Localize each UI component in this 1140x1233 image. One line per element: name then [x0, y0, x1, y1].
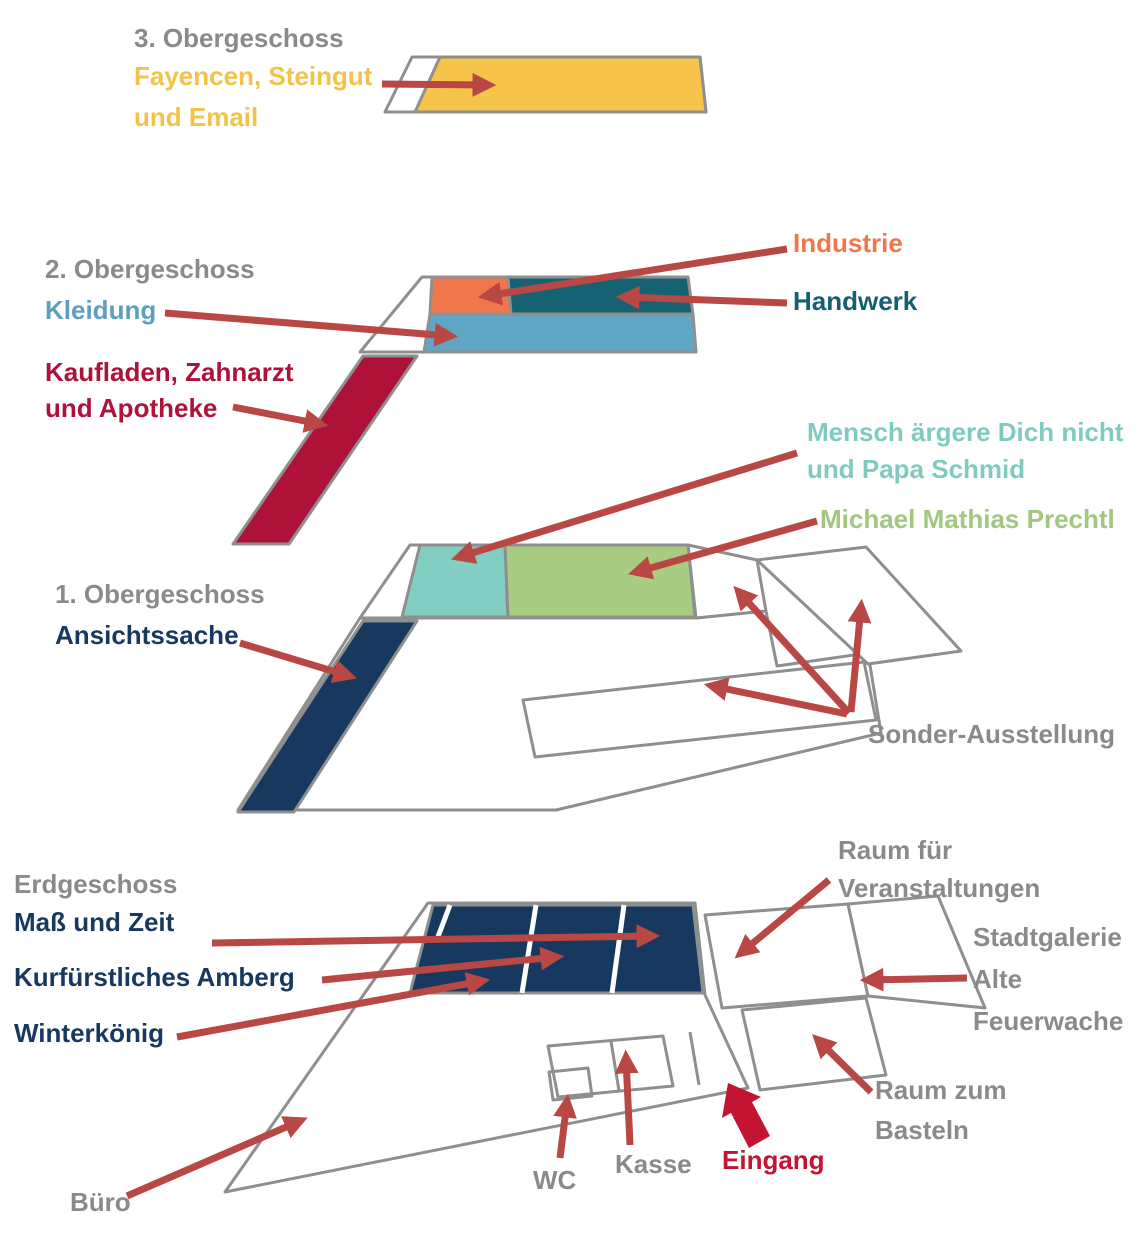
mensch-region [400, 543, 510, 619]
kaufladen-label-1: Kaufladen, Zahnarzt [45, 357, 294, 387]
arrow-buero [125, 1116, 308, 1200]
arrow-ansichtssache [238, 639, 357, 683]
kurfuerstliches-label: Kurfürstliches Amberg [14, 962, 295, 992]
arrow-wc [553, 1093, 577, 1159]
basteln-label-2: Basteln [875, 1115, 969, 1145]
arrow-prechtl [627, 517, 818, 580]
floor1-title: 1. Obergeschoss [55, 579, 265, 609]
arrow-fayencen [381, 72, 497, 97]
winterkoenig-label: Winterkönig [14, 1018, 164, 1048]
navy-notch [433, 904, 453, 943]
prechtl-region [503, 543, 697, 619]
wc-box [547, 1066, 594, 1102]
raum-fuer-label-1: Raum für [838, 835, 953, 865]
eingang-label: Eingang [722, 1145, 825, 1175]
basteln-room [740, 996, 888, 1092]
arrow-stadtgalerie [859, 967, 968, 992]
buero-label: Büro [70, 1187, 131, 1217]
mensch-label-1: Mensch ärgere Dich nicht [807, 417, 1124, 447]
handwerk-label: Handwerk [793, 286, 918, 316]
fayencen-label-2: und Email [134, 102, 259, 132]
kleidung-region [422, 312, 698, 354]
wc-label: WC [533, 1165, 577, 1195]
mass-und-zeit-label: Maß und Zeit [14, 907, 175, 937]
stadtgalerie-room [846, 894, 987, 1010]
floor1-plan [236, 449, 963, 814]
sonder-room-3 [521, 660, 878, 759]
ansichtssache-label: Ansichtssache [55, 620, 239, 650]
prechtl-label: Michael Mathias Prechtl [820, 504, 1115, 534]
floor3-plan [381, 55, 708, 114]
arrow-sonder-2 [847, 598, 872, 713]
stadtgalerie-label-2: Alte [973, 964, 1023, 994]
arrow-sonder-1 [733, 585, 852, 716]
wc-kasse-room [546, 1034, 675, 1099]
arrow-kurfuerstliches [321, 946, 565, 984]
arrow-handwerk [615, 285, 788, 310]
fayencen-label-1: Fayencen, Steingut [134, 61, 373, 91]
industrie-label: Industrie [793, 228, 903, 258]
floor3-title: 3. Obergeschoss [134, 23, 344, 53]
floor2-plan [164, 245, 788, 546]
floor0-plan [125, 877, 987, 1200]
mensch-label-2: und Papa Schmid [807, 454, 1026, 484]
arrow-kasse [614, 1049, 639, 1146]
kasse-label: Kasse [615, 1149, 692, 1179]
stadtgalerie-label-1: Stadtgalerie [973, 922, 1122, 952]
sonder-label: Sonder-Ausstellung [868, 719, 1116, 749]
fayencen-region [413, 55, 708, 114]
basteln-label-1: Raum zum [875, 1075, 1007, 1105]
arrow-mass-und-zeit [211, 924, 661, 949]
eingang-arrow [722, 1083, 770, 1148]
ansichtssache-region [236, 619, 419, 814]
floor0-title: Erdgeschoss [14, 869, 178, 899]
arrow-kleidung [164, 309, 459, 347]
arrow-industrie [477, 245, 788, 306]
arrow-sonder-3 [703, 677, 848, 718]
arrow-basteln [812, 1034, 874, 1095]
arrow-veranstaltungen [734, 877, 832, 959]
navy-divider-2 [609, 904, 627, 994]
arrow-winterkoenig [176, 972, 491, 1041]
entrance-wall [688, 1031, 701, 1086]
arrow-mensch [451, 449, 799, 564]
stadtgalerie-label-3: Feuerwache [973, 1006, 1124, 1036]
floor2-title: 2. Obergeschoss [45, 254, 255, 284]
raum-fuer-label-2: Veranstaltungen [838, 873, 1041, 903]
navy-divider-1 [519, 904, 539, 994]
arrow-kaufladen [232, 403, 329, 433]
kaufladen-label-2: und Apotheke [45, 393, 218, 423]
exhibition-region-navy [408, 903, 705, 995]
kaufladen-region [231, 354, 419, 546]
kleidung-label: Kleidung [45, 295, 157, 325]
